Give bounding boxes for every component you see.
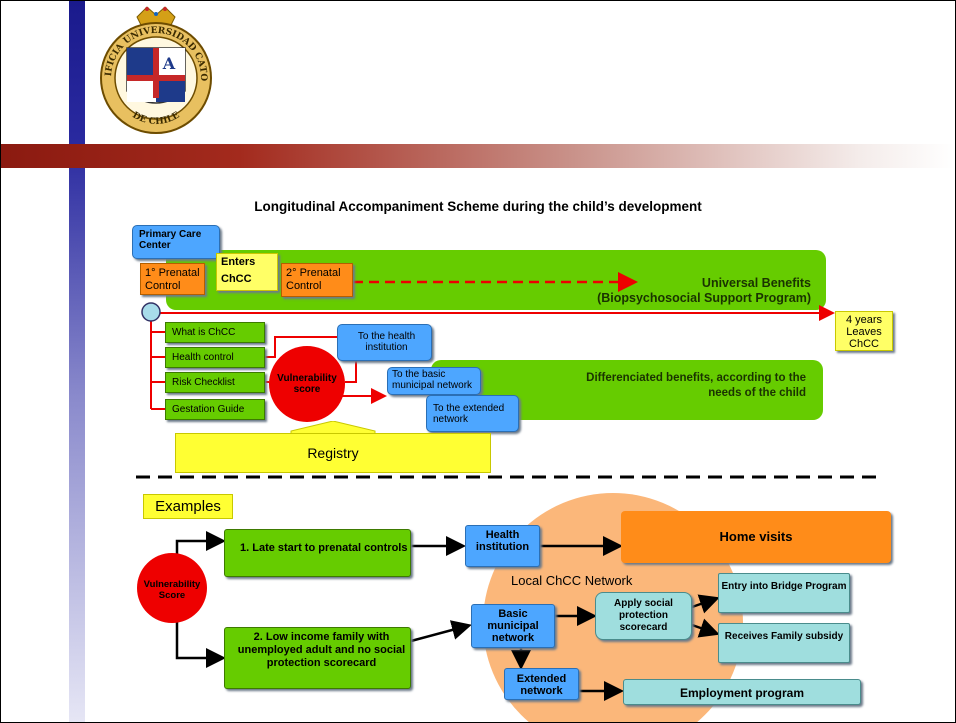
- basic-municipal-network-box: Basic municipal network: [471, 604, 555, 648]
- employment-program-box: Employment program: [623, 679, 861, 705]
- enters-chcc-box: Enters ChCC: [216, 253, 278, 291]
- universal-benefits-line2: (Biopsychosocial Support Program): [597, 291, 811, 305]
- entry-bridge-program-box: Entry into Bridge Program: [718, 573, 850, 613]
- vulnerability-score-circle: [269, 346, 345, 422]
- receives-family-subsidy-box: Receives Family subsidy: [718, 623, 850, 663]
- header-band: [1, 144, 955, 168]
- prenatal-control-2-box: 2° Prenatal Control: [281, 263, 353, 297]
- local-network-label: Local ChCC Network: [511, 573, 633, 588]
- differenciated-benefits-label: Differenciated benefits, according to th…: [521, 371, 806, 401]
- extended-network-box: Extended network: [504, 668, 579, 700]
- step-what-is-chcc: What is ChCC: [165, 322, 265, 343]
- primary-care-center-box: Primary Care Center: [132, 225, 220, 259]
- to-basic-network-box: To the basic municipal network: [387, 367, 481, 395]
- universal-benefits-label: Universal Benefits (Biopsychosocial Supp…: [561, 276, 811, 306]
- left-accent-bar: [69, 1, 85, 722]
- registry-label: Registry: [307, 445, 359, 461]
- leaves-chcc-box: 4 years Leaves ChCC: [835, 311, 893, 351]
- university-seal-logo: A PONTIFICIA UNIVERSIDAD CATOLICA DE CHI…: [97, 3, 212, 134]
- differenciated-benefits-line1: Differenciated benefits, according to th…: [586, 372, 806, 384]
- step-risk-checklist: Risk Checklist: [165, 372, 265, 393]
- step-gestation-guide: Gestation Guide: [165, 399, 265, 420]
- registry-box: [175, 433, 491, 473]
- step-health-control: Health control: [165, 347, 265, 368]
- diagram-title: Longitudinal Accompaniment Scheme during…: [254, 199, 702, 214]
- timeline-start-node: [141, 302, 161, 322]
- apply-social-scorecard-box: Apply social protection scorecard: [595, 592, 692, 640]
- to-extended-network-box: To the extended network: [426, 395, 519, 432]
- to-health-institution-box: To the health institution: [337, 324, 432, 361]
- prenatal-control-1-box: 1° Prenatal Control: [140, 263, 205, 295]
- example-low-income-box: 2. Low income family with unemployed adu…: [224, 627, 411, 689]
- svg-text:DE CHILE: DE CHILE: [131, 110, 182, 127]
- examples-label: Examples: [143, 494, 233, 519]
- example-late-start-box: 1. Late start to prenatal controls: [224, 529, 411, 577]
- universal-benefits-line1: Universal Benefits: [701, 276, 811, 290]
- health-institution-box: Health institution: [465, 525, 540, 567]
- differenciated-benefits-line2: needs of the child: [708, 387, 806, 399]
- vulnerability-score-label: Vulnerability score: [277, 373, 337, 395]
- vulnerability-score-circle-2: [137, 553, 207, 623]
- svg-text:A: A: [162, 54, 176, 73]
- home-visits-box: Home visits: [621, 511, 891, 563]
- vulnerability-score-label-2: Vulnerability Score: [143, 579, 201, 601]
